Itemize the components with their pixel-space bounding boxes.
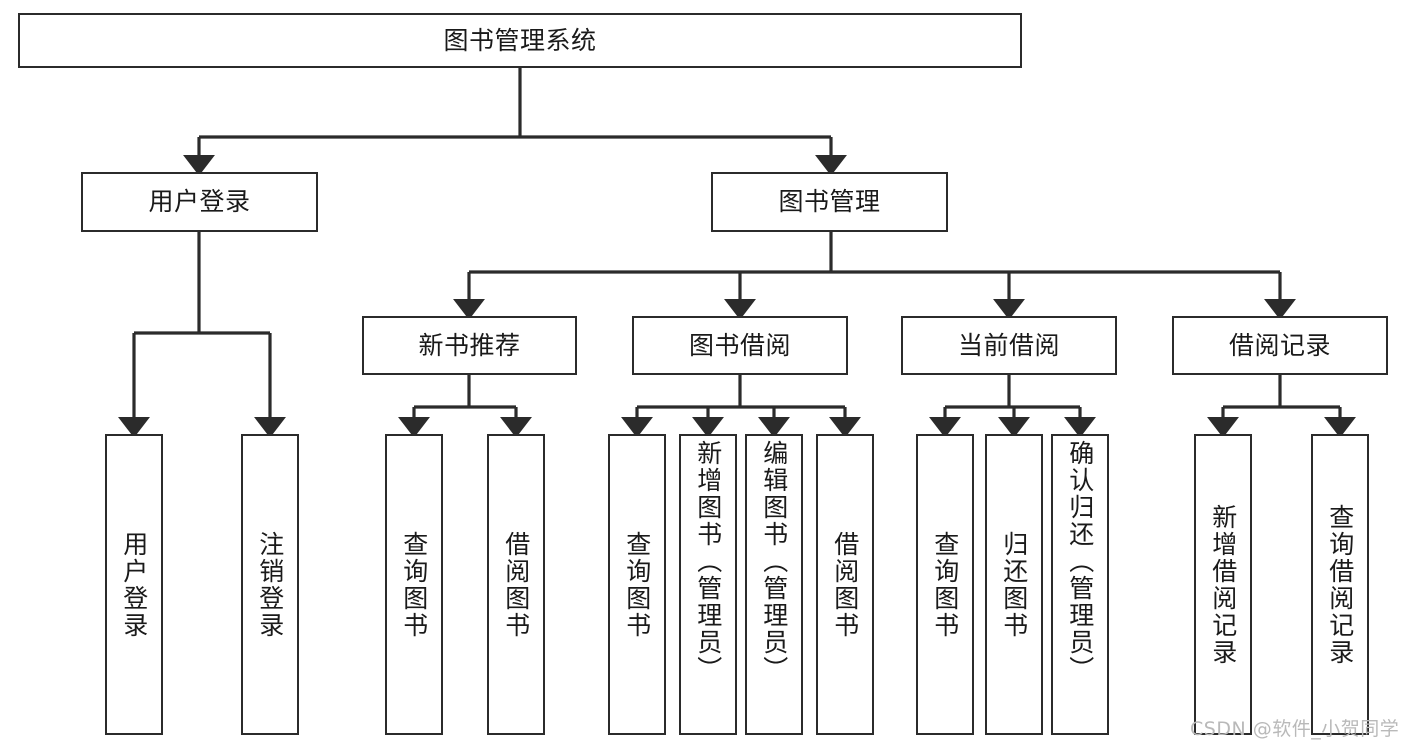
node-label: 编辑图书（管理员） [759, 440, 789, 683]
node-leaf-query-book-current[interactable]: 查询图书 [916, 434, 974, 735]
node-leaf-add-borrow-record[interactable]: 新增借阅记录 [1194, 434, 1252, 735]
node-leaf-add-book-admin[interactable]: 新增图书（管理员） [679, 434, 737, 735]
node-label: 新书推荐 [418, 330, 521, 360]
node-label: 查询借阅记录 [1325, 503, 1355, 666]
node-label: 确认归还（管理员） [1065, 440, 1095, 683]
node-new-book-recommend[interactable]: 新书推荐 [362, 316, 577, 375]
node-leaf-user-login[interactable]: 用户登录 [105, 434, 163, 735]
node-label: 注销登录 [255, 530, 285, 639]
node-label: 用户登录 [148, 187, 251, 217]
node-label: 图书管理 [778, 187, 881, 217]
csdn-watermark: CSDN @软件_小贺同学 [1190, 718, 1400, 740]
node-label: 新增图书（管理员） [693, 440, 723, 683]
node-book-borrow[interactable]: 图书借阅 [632, 316, 848, 375]
node-label: 借阅记录 [1228, 330, 1331, 360]
node-label: 图书借阅 [688, 330, 791, 360]
node-leaf-edit-book-admin[interactable]: 编辑图书（管理员） [745, 434, 803, 735]
node-label: 用户登录 [119, 530, 149, 639]
node-label: 归还图书 [999, 530, 1029, 639]
node-user-login[interactable]: 用户登录 [81, 172, 318, 232]
node-current-borrow[interactable]: 当前借阅 [901, 316, 1117, 375]
node-label: 当前借阅 [957, 330, 1060, 360]
node-leaf-confirm-return-admin[interactable]: 确认归还（管理员） [1051, 434, 1109, 735]
node-label: 查询图书 [622, 530, 652, 639]
node-leaf-query-book-borrow[interactable]: 查询图书 [608, 434, 666, 735]
node-leaf-borrow-book-recommend[interactable]: 借阅图书 [487, 434, 545, 735]
node-book-management[interactable]: 图书管理 [711, 172, 948, 232]
node-leaf-query-borrow-record[interactable]: 查询借阅记录 [1311, 434, 1369, 735]
node-label: 借阅图书 [830, 530, 860, 639]
node-leaf-return-book[interactable]: 归还图书 [985, 434, 1043, 735]
node-label: 借阅图书 [501, 530, 531, 639]
node-label: 查询图书 [399, 530, 429, 639]
node-leaf-logout[interactable]: 注销登录 [241, 434, 299, 735]
node-label: 查询图书 [930, 530, 960, 639]
node-root-label: 图书管理系统 [443, 25, 597, 55]
node-label: 新增借阅记录 [1208, 503, 1238, 666]
node-leaf-query-book-recommend[interactable]: 查询图书 [385, 434, 443, 735]
node-borrow-record[interactable]: 借阅记录 [1172, 316, 1388, 375]
node-root-system[interactable]: 图书管理系统 [18, 13, 1022, 68]
node-leaf-borrow-book[interactable]: 借阅图书 [816, 434, 874, 735]
